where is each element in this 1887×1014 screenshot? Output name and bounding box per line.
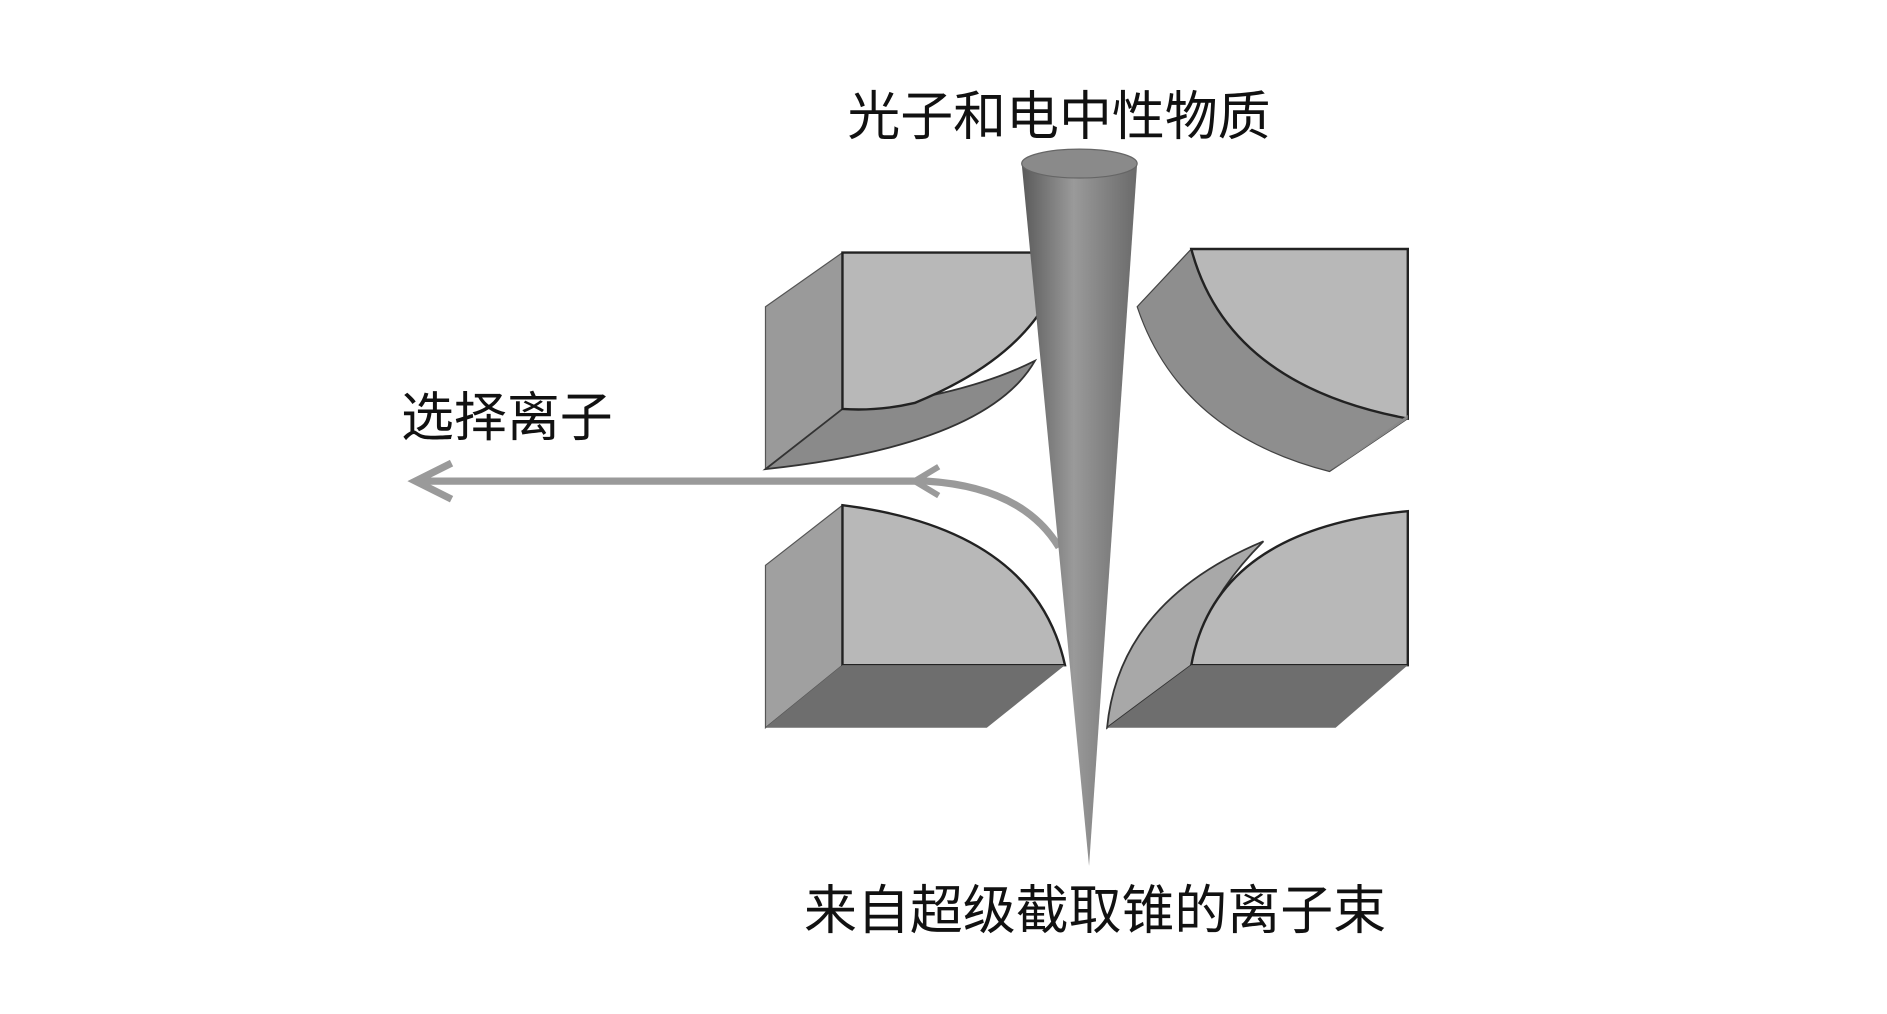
upper-right-electrode <box>1136 247 1410 473</box>
label-selected-ions: 选择离子 <box>401 387 613 448</box>
label-ion-beam-source: 来自超级截取锥的离子束 <box>804 881 1386 942</box>
lower-left-electrode <box>764 503 1067 729</box>
label-photons-neutrals: 光子和电中性物质 <box>847 87 1270 148</box>
lower-right-electrode <box>1105 509 1410 730</box>
ion-beam-cone <box>1021 148 1138 867</box>
selected-ion-arrow <box>407 459 1063 550</box>
upper-left-electrode <box>762 251 1067 471</box>
